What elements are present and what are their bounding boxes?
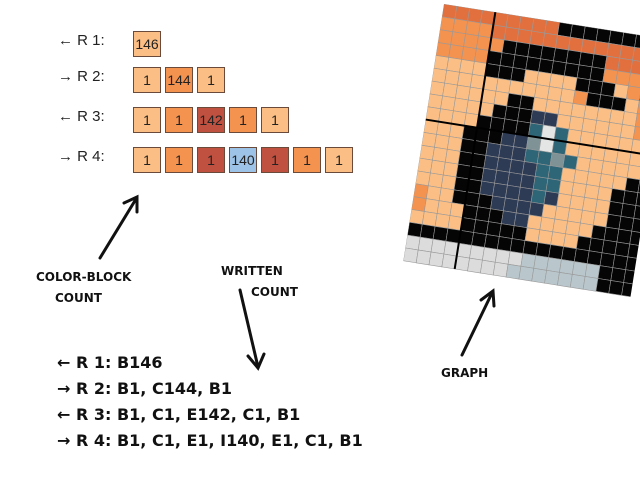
- row-label-1: ← R 1:: [58, 32, 105, 49]
- color-block: 1: [229, 107, 257, 133]
- graph-cell: [636, 100, 640, 116]
- graph-section-line: [425, 118, 640, 158]
- row-label-2: → R 2:: [58, 68, 105, 85]
- color-block: 1: [197, 147, 225, 173]
- color-block: 142: [197, 107, 225, 133]
- row-label-3: ← R 3:: [58, 108, 105, 125]
- written-row-1: ← R 1: B146: [57, 353, 163, 372]
- color-block: 146: [133, 31, 161, 57]
- written-row-4: → R 4: B1, C1, E1, I140, E1, C1, B1: [57, 431, 363, 450]
- arrow-to-graph: [460, 288, 496, 357]
- color-block: 1: [133, 67, 161, 93]
- label-color-block: COLOR-BLOCK: [36, 270, 132, 284]
- graph-section-line: [453, 11, 497, 270]
- label-written-count: COUNT: [251, 285, 298, 299]
- written-row-3: ← R 3: B1, C1, E142, C1, B1: [57, 405, 301, 424]
- color-block: 1: [261, 107, 289, 133]
- block-row-1: 146: [133, 31, 161, 57]
- color-block: 144: [165, 67, 193, 93]
- graph-cell: [634, 34, 640, 50]
- written-row-2: → R 2: B1, C144, B1: [57, 379, 233, 398]
- color-block: 1: [293, 147, 321, 173]
- graph-cell: [637, 179, 640, 196]
- color-block: 1: [325, 147, 353, 173]
- arrow-to-written: [238, 288, 266, 371]
- label-graph: GRAPH: [441, 366, 489, 380]
- color-block: 140: [229, 147, 257, 173]
- color-block: 1: [197, 67, 225, 93]
- label-written: WRITTEN: [221, 264, 283, 278]
- color-block: 1: [165, 107, 193, 133]
- color-block: 1: [133, 147, 161, 173]
- graph-cell: [634, 113, 640, 129]
- graph-cell: [633, 205, 640, 221]
- row-label-4: → R 4:: [58, 148, 105, 165]
- color-block: 1: [165, 147, 193, 173]
- color-block: 1: [261, 147, 289, 173]
- label-color-block-count: COUNT: [55, 291, 102, 305]
- color-block: 1: [133, 107, 161, 133]
- arrow-to-blocks: [98, 194, 139, 260]
